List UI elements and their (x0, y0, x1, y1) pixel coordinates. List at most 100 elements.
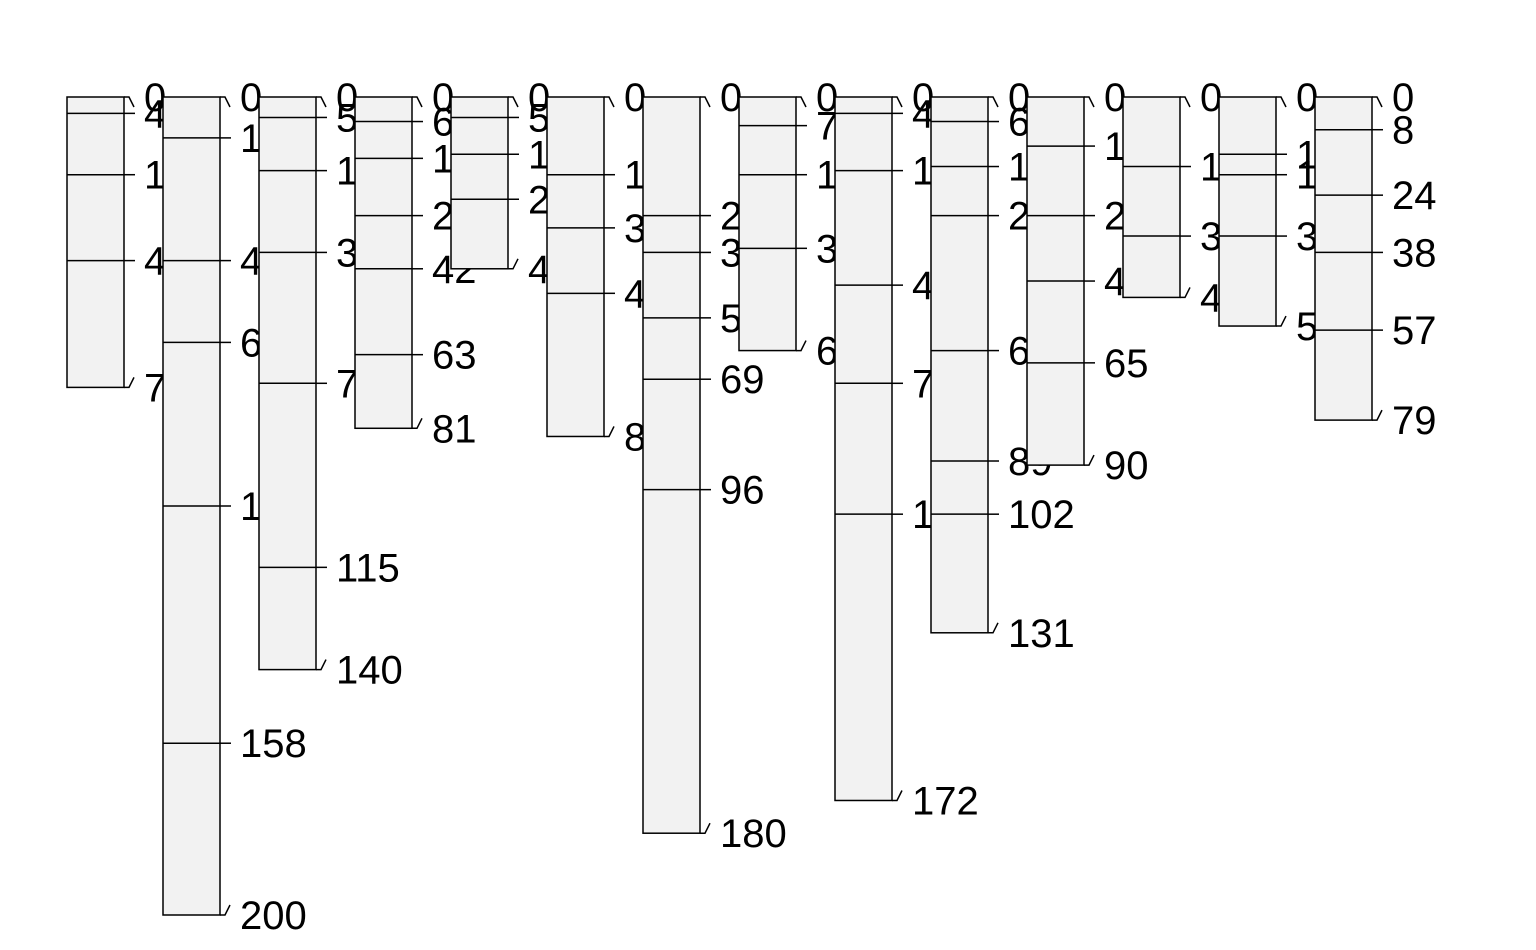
depth-label: 1 (1296, 133, 1318, 177)
depth-label: 2 (1008, 195, 1030, 239)
depth-label: 3 (624, 207, 646, 251)
depth-label: 79 (1392, 399, 1437, 443)
depth-label: 140 (336, 649, 403, 693)
depth-label: 131 (1008, 612, 1075, 656)
depth-tick (700, 822, 711, 834)
depth-label: 1 (336, 150, 358, 194)
depth-label: 3 (1296, 215, 1318, 259)
profile-body (642, 96, 701, 834)
depth-label: 1 (144, 154, 166, 198)
depth-tick (1084, 454, 1095, 466)
depth-label: 0 (336, 76, 358, 120)
depth-label: 0 (1392, 76, 1414, 120)
depth-tick (700, 96, 711, 108)
depth-tick (892, 790, 903, 802)
depth-tick (1084, 96, 1095, 108)
depth-tick (1372, 96, 1383, 108)
depth-label: 63 (432, 334, 477, 378)
depth-label: 7 (144, 366, 166, 410)
depth-label: 4 (912, 92, 934, 136)
depth-label: 96 (720, 469, 765, 513)
depth-label: 6 (240, 321, 262, 365)
depth-tick (988, 622, 999, 634)
profile-body (930, 96, 989, 634)
profile-body (1218, 96, 1277, 327)
depth-label: 1 (240, 485, 262, 529)
depth-label: 6 (1008, 101, 1030, 145)
depth-label: 7 (912, 362, 934, 406)
depth-label: 69 (720, 358, 765, 402)
depth-label: 4 (144, 240, 166, 284)
depth-label: 0 (528, 76, 550, 120)
profile-body (66, 96, 125, 389)
depth-label: 102 (1008, 493, 1075, 537)
depth-tick (412, 417, 423, 430)
depth-label: 0 (240, 76, 262, 120)
depth-label: 0 (720, 76, 742, 120)
depth-label: 7 (816, 105, 838, 149)
depth-tick (508, 96, 519, 108)
depth-tick (412, 96, 423, 108)
depth-label: 24 (1392, 174, 1437, 218)
depth-label: 81 (432, 407, 477, 451)
depth-label: 1 (1008, 146, 1030, 190)
depth-label: 3 (336, 231, 358, 275)
depth-label: 1 (912, 493, 934, 537)
depth-label: 158 (240, 722, 307, 766)
depth-label: 4 (624, 272, 646, 316)
depth-tick (220, 904, 231, 916)
depth-label: 6 (432, 101, 454, 145)
depth-label: 7 (336, 362, 358, 406)
depth-label: 2 (1104, 195, 1126, 239)
profile-body (1314, 96, 1373, 421)
depth-label: 0 (1200, 76, 1222, 120)
depth-tick (316, 96, 327, 108)
depth-tick (988, 96, 999, 108)
profile-body (834, 96, 893, 802)
depth-label: 0 (1296, 76, 1318, 120)
depth-label: 1 (816, 154, 838, 198)
depth-label: 4 (240, 240, 262, 284)
depth-label: 0 (816, 76, 838, 120)
depth-label: 180 (720, 812, 787, 856)
depth-label: 0 (624, 76, 646, 120)
depth-tick (1180, 287, 1191, 299)
depth-label: 1 (624, 154, 646, 198)
depth-label: 1 (528, 133, 550, 177)
depth-label: 0 (1008, 76, 1030, 120)
depth-tick (124, 96, 135, 108)
depth-label: 57 (1392, 309, 1437, 353)
depth-label: 2 (432, 195, 454, 239)
depth-label: 4 (1200, 276, 1222, 320)
depth-label: 4 (1104, 260, 1126, 304)
profile-columns: 0414701461158200051371151400612426381051… (66, 76, 1437, 938)
profile-body (546, 96, 605, 438)
profile-body (354, 96, 413, 430)
depth-tick (1276, 96, 1287, 108)
depth-label: 0 (432, 76, 454, 120)
depth-label: 1 (1104, 125, 1126, 169)
depth-label: 6 (1008, 330, 1030, 374)
profile-body (450, 96, 509, 270)
depth-label: 2 (720, 195, 742, 239)
depth-label: 4 (528, 248, 550, 292)
depth-tick (892, 96, 903, 108)
depth-tick (1180, 96, 1191, 108)
depth-tick (124, 377, 135, 389)
depth-label: 5 (528, 96, 550, 140)
depth-tick (604, 426, 615, 438)
depth-tick (1276, 315, 1287, 327)
depth-tick (220, 96, 231, 108)
depth-label: 0 (144, 76, 166, 120)
